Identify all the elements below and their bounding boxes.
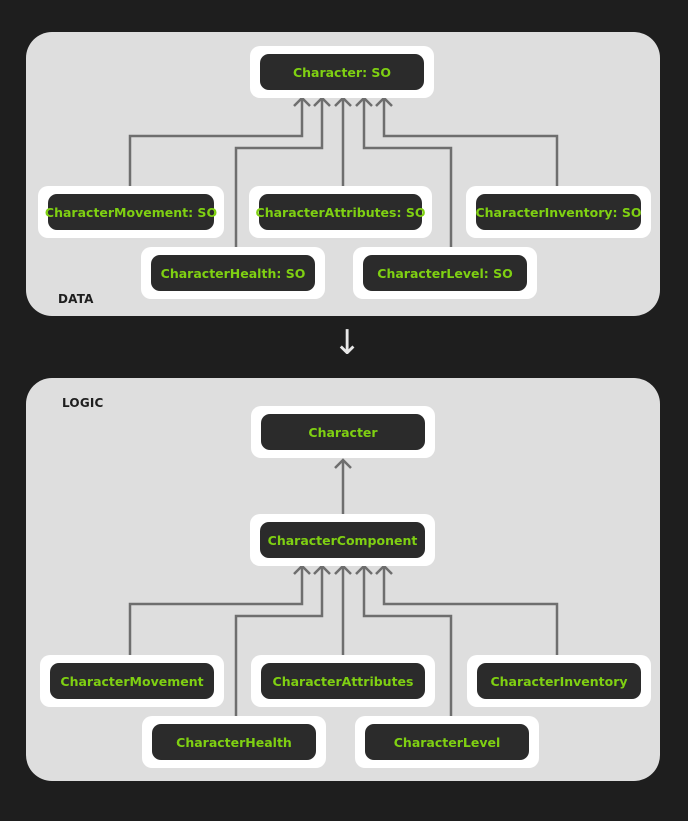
arrowhead [334, 564, 352, 575]
connector-level-to-component [362, 566, 453, 716]
node-label: CharacterAttributes [261, 663, 425, 699]
node-character-component: CharacterComponent [250, 514, 435, 566]
arrowhead [334, 96, 352, 107]
node-character-attributes-so: CharacterAttributes: SO [249, 186, 432, 238]
node-label: Character [261, 414, 425, 450]
arrowhead [355, 564, 373, 575]
arrowhead [293, 96, 311, 107]
node-character-so: Character: SO [250, 46, 434, 98]
node-label: CharacterLevel [365, 724, 529, 760]
connector-movement-to-component [128, 566, 304, 655]
arrowhead [334, 458, 352, 469]
arrowhead [355, 96, 373, 107]
connector-movement-to-character-so [128, 98, 304, 186]
arrowhead [293, 564, 311, 575]
node-character-movement: CharacterMovement [40, 655, 224, 707]
connector-health-to-character-so [234, 98, 324, 247]
node-label: CharacterMovement: SO [45, 194, 217, 230]
node-label: CharacterHealth [152, 724, 316, 760]
node-label: CharacterAttributes: SO [256, 194, 425, 230]
node-character-inventory: CharacterInventory [467, 655, 651, 707]
node-label: Character: SO [260, 54, 424, 90]
node-character-attributes: CharacterAttributes [251, 655, 435, 707]
node-label: CharacterHealth: SO [151, 255, 315, 291]
arrowhead [375, 564, 393, 575]
connector-inventory-to-component [382, 566, 559, 655]
node-label: CharacterMovement [50, 663, 214, 699]
data-panel-label: DATA [58, 292, 94, 306]
connector-inventory-to-character-so [382, 98, 559, 186]
node-label: CharacterInventory [477, 663, 641, 699]
arrowhead [313, 96, 331, 107]
node-label: CharacterComponent [260, 522, 425, 558]
arrowhead [313, 564, 331, 575]
node-character-movement-so: CharacterMovement: SO [38, 186, 224, 238]
node-character-health-so: CharacterHealth: SO [141, 247, 325, 299]
node-character-inventory-so: CharacterInventory: SO [466, 186, 651, 238]
node-character: Character [251, 406, 435, 458]
node-label: CharacterInventory: SO [475, 194, 642, 230]
node-character-level: CharacterLevel [355, 716, 539, 768]
logic-panel-label: LOGIC [62, 396, 104, 410]
node-character-health: CharacterHealth [142, 716, 326, 768]
arrowhead [375, 96, 393, 107]
connector-level-to-character-so [362, 98, 453, 247]
node-label: CharacterLevel: SO [363, 255, 527, 291]
node-character-level-so: CharacterLevel: SO [353, 247, 537, 299]
down-arrow-icon: ↓ [333, 323, 362, 363]
connector-health-to-component [234, 566, 324, 716]
